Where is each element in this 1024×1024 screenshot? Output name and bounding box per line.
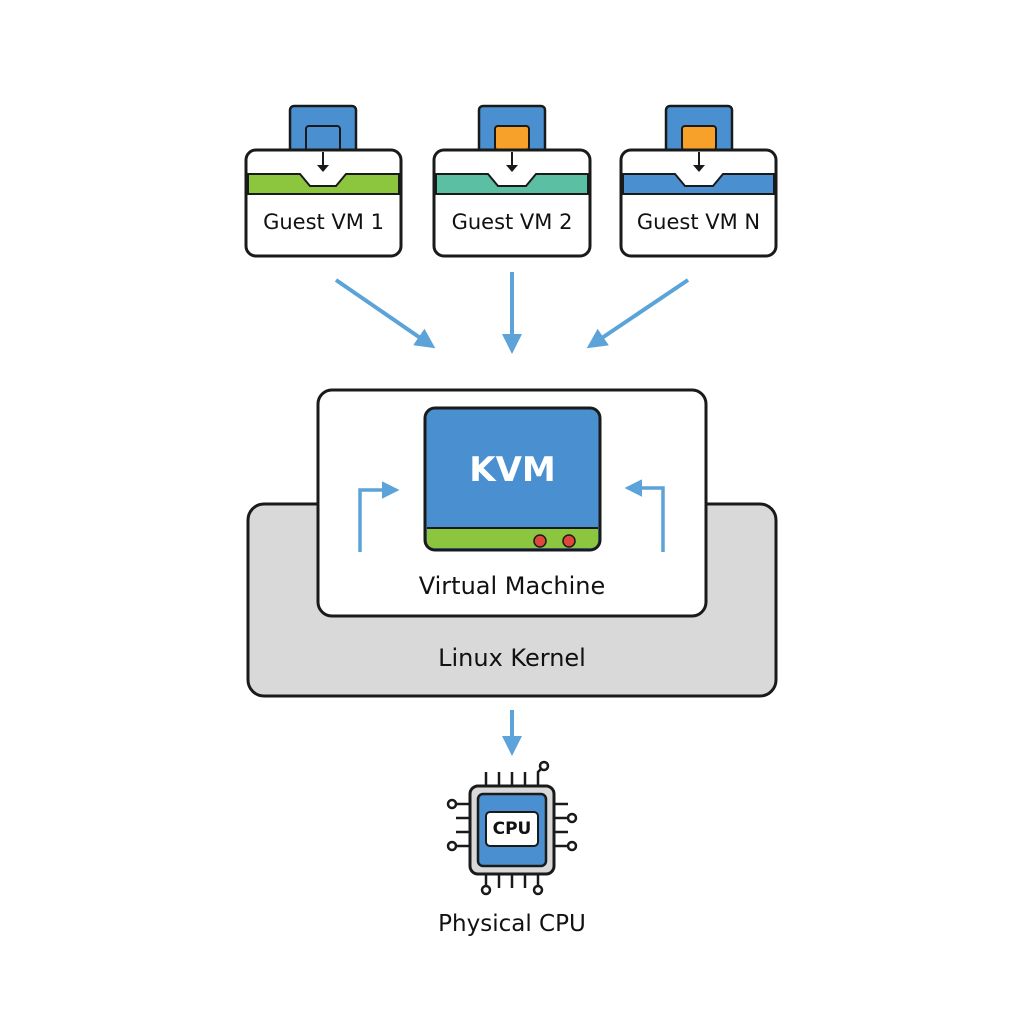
- virtual-machine-label: Virtual Machine: [418, 572, 606, 600]
- guest-vm-n-icon: [619, 104, 778, 258]
- guest-vm-1-label: Guest VM 1: [263, 210, 384, 234]
- cpu-chip-icon: [446, 760, 578, 896]
- arrow-guest-1-to-kvm: [334, 278, 436, 349]
- kvm-monitor-icon: [423, 406, 602, 552]
- linux-kernel-label: Linux Kernel: [438, 644, 586, 672]
- guest-vm-2-icon: [432, 104, 592, 258]
- kvm-label: KVM: [469, 450, 556, 490]
- arrow-left-feedback: [358, 481, 400, 552]
- guest-vm-1-icon: [244, 104, 403, 258]
- indicator-light: [562, 534, 576, 548]
- arrow-right-feedback: [624, 479, 665, 552]
- guest-vm-n-stripe: [622, 173, 775, 195]
- arrow-guest-n-to-kvm: [586, 278, 690, 349]
- cpu-chip-label: CPU: [492, 819, 532, 839]
- guest-vm-n-label: Guest VM N: [636, 210, 761, 234]
- indicator-light: [533, 534, 547, 548]
- guest-vm-2-label: Guest VM 2: [451, 210, 573, 234]
- guest-vm-2-stripe: [435, 173, 589, 195]
- physical-cpu-label: Physical CPU: [438, 911, 586, 937]
- guest-vm-1-stripe: [247, 173, 400, 195]
